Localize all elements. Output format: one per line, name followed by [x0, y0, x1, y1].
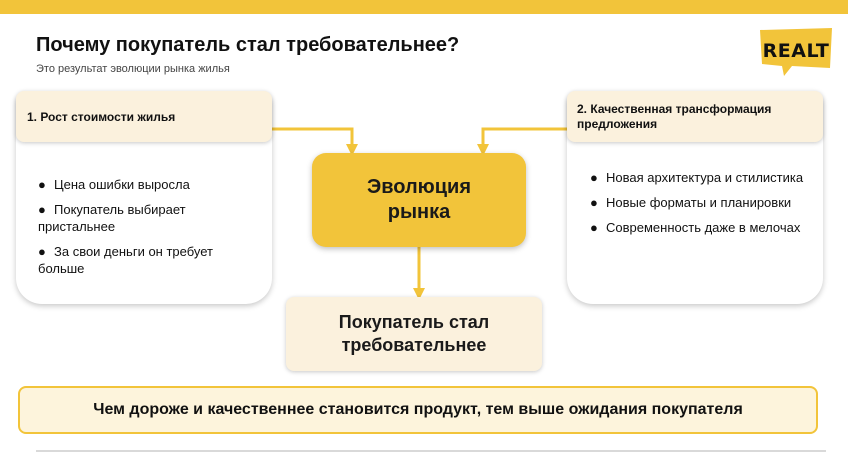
left-factor-heading: 1. Рост стоимости жилья: [16, 91, 272, 142]
bullet-dot-icon: ●: [38, 202, 46, 217]
bullet-text: Новая архитектура и стилистика: [606, 170, 804, 185]
connector-left-to-center: [272, 127, 358, 156]
bullet-item: ● Современность даже в мелочах: [590, 219, 810, 236]
bullet-text: Цена ошибки выросла: [54, 177, 190, 192]
logo-wordmark: REALT: [762, 40, 830, 62]
footer-divider: [36, 450, 826, 452]
bullet-item: ●Покупатель выбирает пристальнее: [38, 201, 258, 235]
left-factor-heading-text: 1. Рост стоимости жилья: [27, 109, 176, 124]
right-factor-bullets: ● Новая архитектура и стилистика ● Новые ф…: [590, 169, 810, 244]
bullet-text: За свои деньги он требует больше: [38, 244, 213, 276]
center-node-label: Эволюция рынка: [366, 176, 472, 223]
bullet-text: Покупатель выбирает пристальнее: [38, 202, 186, 234]
bullet-dot-icon: ●: [590, 195, 598, 210]
page-subtitle: Это результат эволюции рынка жилья: [36, 63, 230, 75]
right-factor-heading-text: 2. Качественная трансформация предложени…: [577, 101, 772, 131]
result-node: Покупатель стал требовательнее: [286, 297, 542, 371]
realt-logo: REALT: [758, 26, 834, 76]
top-accent-bar: [0, 0, 848, 14]
conclusion-text: Чем дороже и качественнее становится про…: [93, 401, 743, 418]
bullet-item: ● Цена ошибки выросла: [38, 176, 258, 193]
bullet-text: Современность даже в мелочах: [606, 220, 801, 235]
page-title: Почему покупатель стал требовательнее?: [36, 34, 460, 56]
bullet-item: ● Новые форматы и планировки: [590, 194, 810, 211]
bullet-dot-icon: ●: [38, 244, 46, 259]
bullet-item: ● Новая архитектура и стилистика: [590, 169, 810, 186]
result-node-label: Покупатель стал требовательнее: [338, 312, 490, 355]
logo-plate-shape: [760, 28, 832, 76]
bullet-dot-icon: ●: [38, 177, 46, 192]
bullet-dot-icon: ●: [590, 220, 598, 235]
bullet-dot-icon: ●: [590, 170, 598, 185]
conclusion-banner: Чем дороже и качественнее становится про…: [18, 386, 818, 434]
left-factor-bullets: ●Цена ошибки выросла ●Покупатель выбирае…: [38, 176, 258, 285]
center-node-market-evolution: Эволюция рынка: [312, 153, 526, 247]
bullet-text: Новые форматы и планировки: [606, 195, 792, 210]
right-factor-heading: 2. Качественная трансформация предложени…: [567, 91, 823, 142]
bullet-item: ●За свои деньги он требует больше: [38, 243, 258, 277]
connector-right-to-center: [477, 127, 567, 156]
